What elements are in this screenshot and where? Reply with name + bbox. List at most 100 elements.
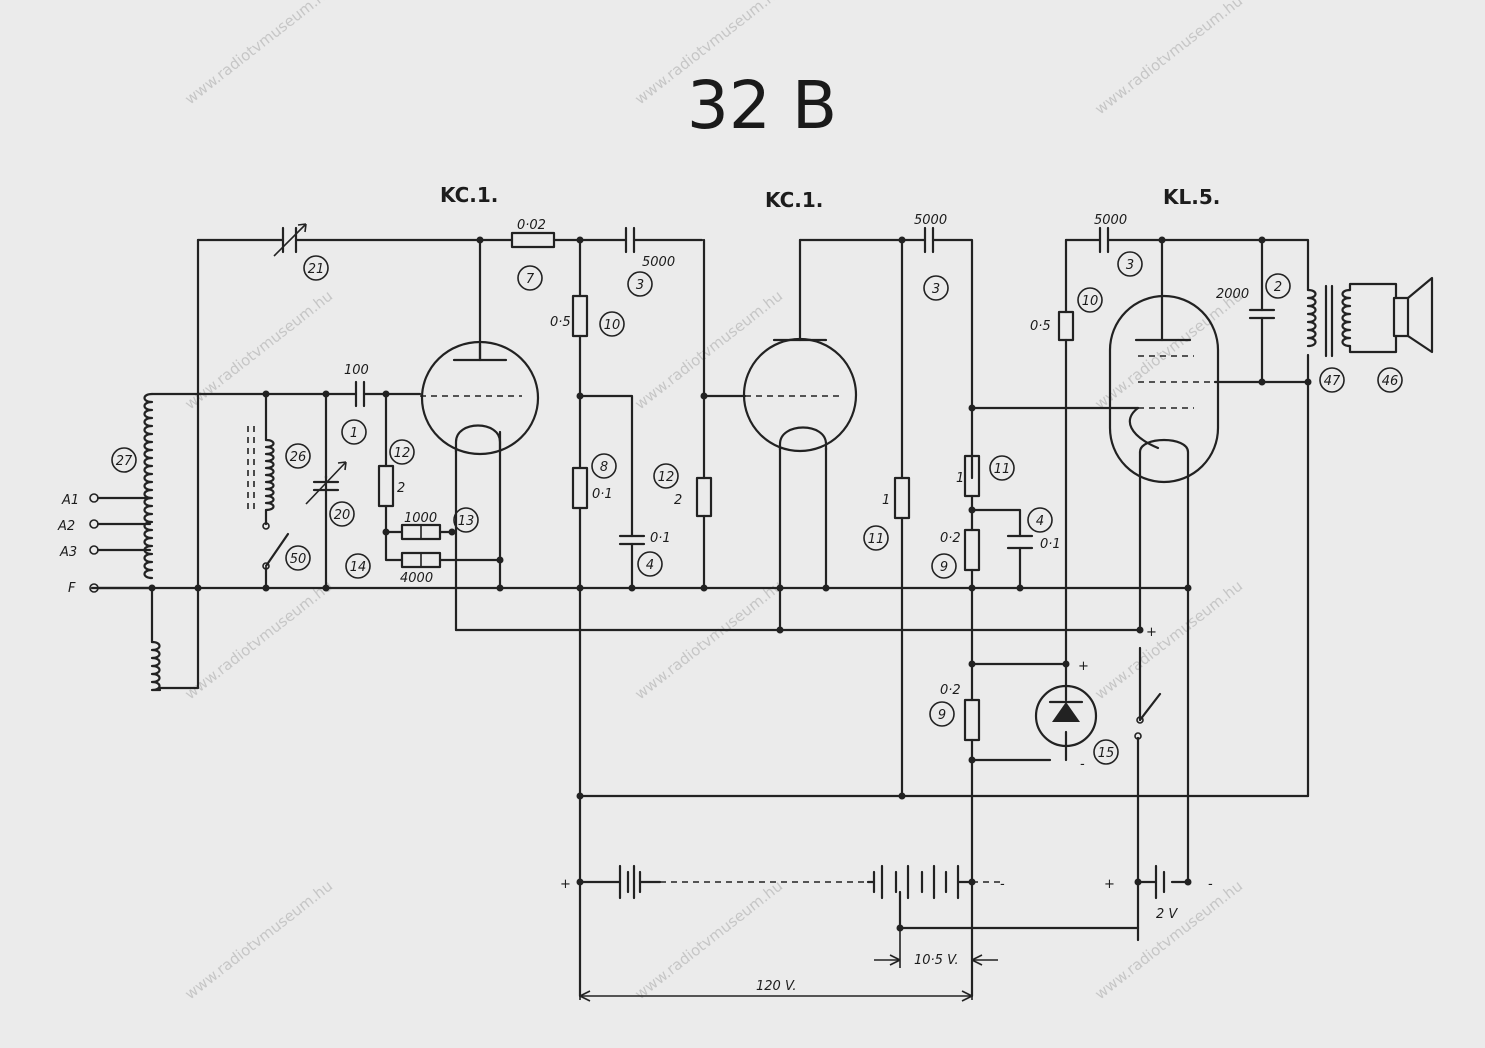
part-number-label: 12 xyxy=(394,446,411,461)
value-c4a: 0·1 xyxy=(650,531,671,546)
part-number-circle xyxy=(285,545,311,571)
filament-battery xyxy=(1154,864,1166,900)
polarity-plus: + xyxy=(1078,659,1089,674)
speaker-46 xyxy=(1348,276,1434,354)
tube-label-kc1-second: KC.1. xyxy=(765,188,823,212)
tube-kc1-second xyxy=(742,337,858,453)
part-number-label: 26 xyxy=(290,450,307,465)
capacitor-3-first xyxy=(624,226,636,254)
part-number-circle xyxy=(591,453,617,479)
value-r13: 1000 xyxy=(404,511,437,526)
capacitor-4-first xyxy=(618,534,646,546)
part-number-label: 11 xyxy=(868,532,885,547)
value-r12b: 2 xyxy=(674,493,682,508)
part-number-label: 46 xyxy=(1382,374,1399,389)
anode-battery xyxy=(618,864,960,900)
capacitor-4-second xyxy=(1006,534,1034,550)
part-number-circle xyxy=(341,419,367,445)
part-number-label: 15 xyxy=(1098,746,1115,761)
watermark: www.radiotvmuseum.hu xyxy=(1091,577,1246,703)
part-number-circle xyxy=(923,275,949,301)
watermark: www.radiotvmuseum.hu xyxy=(181,0,336,108)
value-r7: 0·02 xyxy=(517,218,546,233)
part-number-circle xyxy=(637,551,663,577)
part-number-label: 8 xyxy=(600,460,608,475)
value-r9b: 0·2 xyxy=(940,683,961,698)
part-number-circle xyxy=(863,525,889,551)
part-number-label: 14 xyxy=(350,560,367,575)
polarity-plus: + xyxy=(1146,625,1157,640)
resistor-11-second xyxy=(963,454,981,498)
resistor-11-first xyxy=(893,476,911,520)
part-number-circle xyxy=(929,701,955,727)
watermark: www.radiotvmuseum.hu xyxy=(1091,877,1246,1003)
part-number-label: 20 xyxy=(334,508,351,523)
trimmer-capacitor-21 xyxy=(273,223,307,257)
part-number-label: 11 xyxy=(994,462,1011,477)
capacitor-2 xyxy=(1248,308,1276,320)
part-number-circle xyxy=(931,553,957,579)
switch-50 xyxy=(262,522,290,570)
value-c3a: 5000 xyxy=(642,255,675,270)
resistor-9-second xyxy=(963,698,981,742)
terminal-label-f: F xyxy=(68,581,76,596)
part-number-label: 4 xyxy=(1036,514,1044,529)
wiring xyxy=(90,238,1310,1002)
filament-switch xyxy=(1134,692,1162,740)
part-number-label: 4 xyxy=(646,558,654,573)
value-c4b: 0·1 xyxy=(1040,537,1061,552)
part-number-label: 12 xyxy=(658,470,675,485)
resistor-13 xyxy=(400,523,442,541)
part-number-label: 21 xyxy=(308,262,325,277)
part-number-label: 3 xyxy=(1126,258,1134,273)
part-number-label: 9 xyxy=(938,708,946,723)
resistor-7 xyxy=(510,231,556,249)
polarity-minus: - xyxy=(1000,877,1005,892)
resistor-9-first xyxy=(963,528,981,572)
tube-label-kc1-first: KC.1. xyxy=(440,183,498,207)
polarity-minus: - xyxy=(1080,757,1085,772)
resistor-10-second xyxy=(1057,310,1075,342)
value-r11a: 1 xyxy=(882,493,890,508)
terminal-label-a3: A3 xyxy=(59,545,77,560)
part-number-circle xyxy=(1377,367,1403,393)
part-number-label: 2 xyxy=(1274,280,1282,295)
part-number-label: 9 xyxy=(940,560,948,575)
resistor-12-second xyxy=(695,476,713,518)
value-r10b: 0·5 xyxy=(1030,319,1051,334)
capacitor-1 xyxy=(354,380,366,408)
part-number-circle xyxy=(1265,273,1291,299)
watermark: www.radiotvmuseum.hu xyxy=(181,577,336,703)
part-number-circle xyxy=(303,255,329,281)
value-c2: 2000 xyxy=(1216,287,1249,302)
part-number-label: 10 xyxy=(1082,294,1099,309)
capacitor-3-third xyxy=(1098,226,1110,254)
component-labels: A1 A2 A3 F 0·02 5000 5000 5000 100 0·5 2… xyxy=(57,213,1249,994)
value-bias-voltage: 10·5 V. xyxy=(914,953,959,968)
part-number-circle xyxy=(285,443,311,469)
value-c3c: 5000 xyxy=(1094,213,1127,228)
antenna-coil-27 xyxy=(143,392,200,692)
coil-26 xyxy=(247,426,275,512)
part-number-circle xyxy=(1117,251,1143,277)
part-number-label: 50 xyxy=(290,552,307,567)
part-number-circle xyxy=(1319,367,1345,393)
value-r8: 0·1 xyxy=(592,487,613,502)
terminal-label-a2: A2 xyxy=(57,519,75,534)
part-number-label: 10 xyxy=(604,318,621,333)
resistor-14 xyxy=(400,551,442,569)
part-number-label: 13 xyxy=(458,514,475,529)
capacitor-3-second xyxy=(923,226,935,254)
variable-capacitor-20 xyxy=(305,461,347,505)
rectifier-15 xyxy=(1034,666,1098,762)
output-transformer-47 xyxy=(1306,284,1352,358)
part-number-circle xyxy=(329,501,355,527)
junctions xyxy=(148,236,1312,932)
terminal-label-a1: A1 xyxy=(61,493,79,508)
resistor-10-first xyxy=(571,294,589,338)
part-number-circle xyxy=(453,507,479,533)
part-number-label: 47 xyxy=(1324,374,1341,389)
